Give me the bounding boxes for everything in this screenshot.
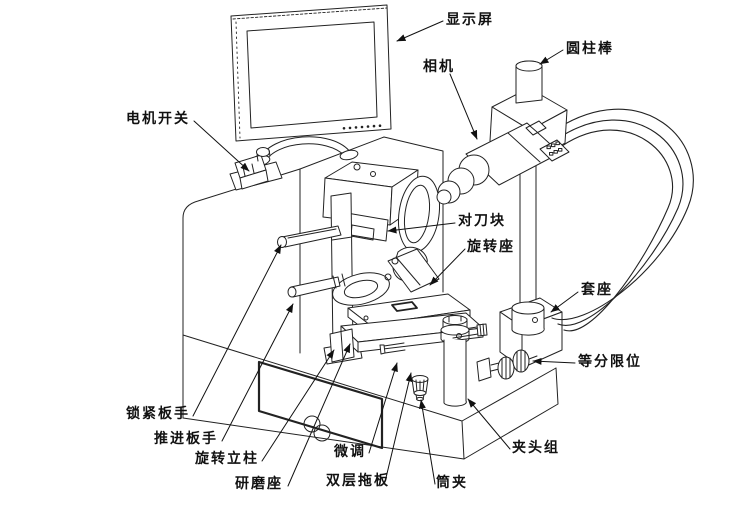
chuck-cylinder bbox=[440, 315, 470, 407]
monitor-hatch bbox=[232, 7, 388, 20]
label-display: 显示屏 bbox=[446, 12, 494, 28]
leader-camera bbox=[449, 73, 478, 140]
base-recess bbox=[257, 360, 384, 450]
rotary-seat-part bbox=[387, 248, 440, 293]
collet-part bbox=[411, 375, 429, 402]
label-sleeve-seat: 套座 bbox=[581, 282, 613, 298]
label-push-wrench: 推进板手 bbox=[154, 431, 218, 447]
leader-cylindrical-rod bbox=[539, 49, 564, 65]
leader-rotating-column bbox=[261, 349, 335, 462]
switch-knob bbox=[256, 147, 270, 157]
leader-lines bbox=[192, 20, 579, 487]
leader-locking-wrench bbox=[192, 244, 282, 417]
label-tool-block: 对刀块 bbox=[458, 213, 506, 229]
label-fine-adjust: 微调 bbox=[334, 444, 366, 460]
monitor-screen bbox=[246, 21, 378, 129]
leader-tool-block bbox=[387, 222, 456, 234]
right-base-group bbox=[411, 297, 563, 407]
fine-adjust-part bbox=[383, 342, 406, 354]
label-motor-switch: 电机开关 bbox=[126, 111, 190, 127]
label-indexing-limit: 等分限位 bbox=[578, 354, 642, 370]
label-double-slide: 双层拖板 bbox=[326, 473, 390, 489]
cup-wheel bbox=[332, 272, 390, 306]
leader-double-slide bbox=[384, 372, 413, 483]
motor-switch bbox=[229, 147, 283, 191]
leader-grinding-seat bbox=[287, 343, 351, 487]
leader-collet bbox=[418, 399, 436, 485]
label-rotating-column: 旋转立柱 bbox=[195, 451, 259, 467]
base-hole bbox=[313, 424, 331, 442]
leader-rotary-seat bbox=[429, 248, 466, 286]
leader-indexing-limit bbox=[532, 357, 576, 365]
label-grinding-seat: 研磨座 bbox=[235, 476, 283, 492]
label-cylindrical-rod: 圆柱棒 bbox=[566, 41, 614, 57]
leader-fine-adjust bbox=[368, 362, 398, 454]
label-locking-wrench: 锁紧板手 bbox=[126, 406, 190, 422]
label-collet: 筒夹 bbox=[436, 475, 468, 491]
leader-motor-switch bbox=[193, 120, 250, 172]
leader-push-wrench bbox=[221, 303, 294, 442]
label-camera: 相机 bbox=[423, 59, 455, 75]
monitor bbox=[230, 4, 392, 167]
leader-display bbox=[396, 20, 444, 42]
leader-chuck-group bbox=[467, 398, 511, 450]
leader-sleeve-seat bbox=[550, 291, 579, 313]
label-chuck-group: 夹头组 bbox=[512, 440, 560, 456]
camera-cables bbox=[551, 108, 694, 332]
sleeve-seat-part bbox=[511, 307, 545, 336]
camera-group bbox=[436, 60, 570, 205]
label-rotary-seat: 旋转座 bbox=[467, 239, 515, 255]
monitor-buttons bbox=[342, 124, 382, 130]
